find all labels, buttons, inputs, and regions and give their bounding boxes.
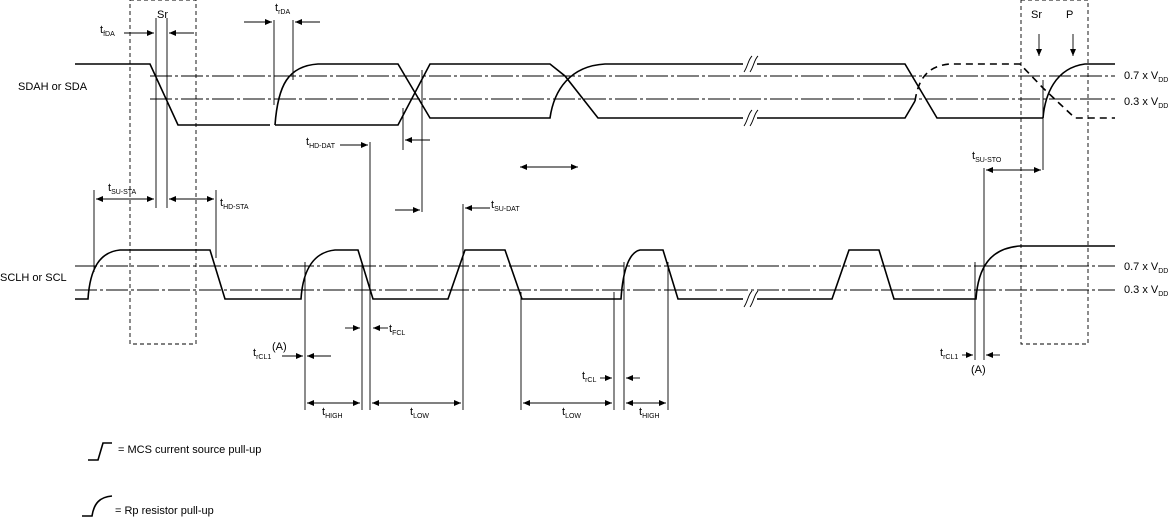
trcl1-note-right: (A) xyxy=(971,364,986,376)
break-mark-sda-top xyxy=(743,55,759,73)
scl-threshold-high-label: 0.7 x VDD xyxy=(1124,261,1168,275)
break-mark-scl xyxy=(743,290,759,308)
start-condition-box xyxy=(129,0,197,345)
legend: = MCS current source pull-up = Rp resist… xyxy=(82,442,261,517)
sda-waveform-start xyxy=(75,63,270,126)
trda-label: trDA xyxy=(275,2,290,16)
sda-threshold-low-label: 0.3 x VDD xyxy=(1124,96,1168,110)
sda-waveform-bit1-high xyxy=(274,63,743,126)
sda-waveform-mid-high xyxy=(757,63,1043,119)
stop-label: P xyxy=(1066,9,1073,21)
legend-current-source-text: = MCS current source pull-up xyxy=(118,444,261,456)
sda-waveform-mid-low xyxy=(757,100,916,119)
break-mark-sda-bottom xyxy=(743,109,759,127)
scl-threshold-low-label: 0.3 x VDD xyxy=(1124,284,1168,298)
resistor-pullup-icon xyxy=(82,495,113,517)
sda-waveform-stop-rise xyxy=(1042,63,1115,119)
tlow-label-2: tLOW xyxy=(562,406,581,420)
tfda-label: tfDA xyxy=(100,24,115,38)
trcl1-label-left: trCL1 xyxy=(253,347,271,361)
tsudat-label: tSU-DAT xyxy=(491,199,520,213)
tsusta-label: tSU-STA xyxy=(108,182,137,196)
sda-threshold-high-label: 0.7 x VDD xyxy=(1124,70,1168,84)
thddat-label: tHD-DAT xyxy=(306,136,336,150)
stop-condition-box xyxy=(1020,0,1089,345)
tfcl-label: tFCL xyxy=(389,323,405,337)
thigh-label-2: tHIGH xyxy=(639,406,660,420)
timing-arrows xyxy=(96,19,1076,406)
scl-signal-label: SCLH or SCL xyxy=(0,272,67,284)
current-source-pullup-icon xyxy=(88,442,112,461)
reference-lines xyxy=(93,18,1044,410)
repeated-start-end-label: Sr xyxy=(1031,9,1042,21)
legend-resistor-text: = Rp resistor pull-up xyxy=(115,505,214,517)
trcl1-label-right: trCL1 xyxy=(940,347,958,361)
scl-waveform xyxy=(75,245,1115,300)
sda-waveform-dashed-high xyxy=(914,63,1115,119)
tsusto-label: tSU-STO xyxy=(972,150,1002,164)
thigh-label-1: tHIGH xyxy=(322,406,343,420)
sda-waveform-bit1-low xyxy=(275,63,743,126)
thdsta-label: tHD-STA xyxy=(220,197,249,211)
trcl-label: trCL xyxy=(582,370,596,384)
tlow-label-1: tLOW xyxy=(410,406,429,420)
trcl1-note-left: (A) xyxy=(272,341,287,353)
repeated-start-label: Sr xyxy=(157,9,168,21)
sda-signal-label: SDAH or SDA xyxy=(18,81,88,93)
